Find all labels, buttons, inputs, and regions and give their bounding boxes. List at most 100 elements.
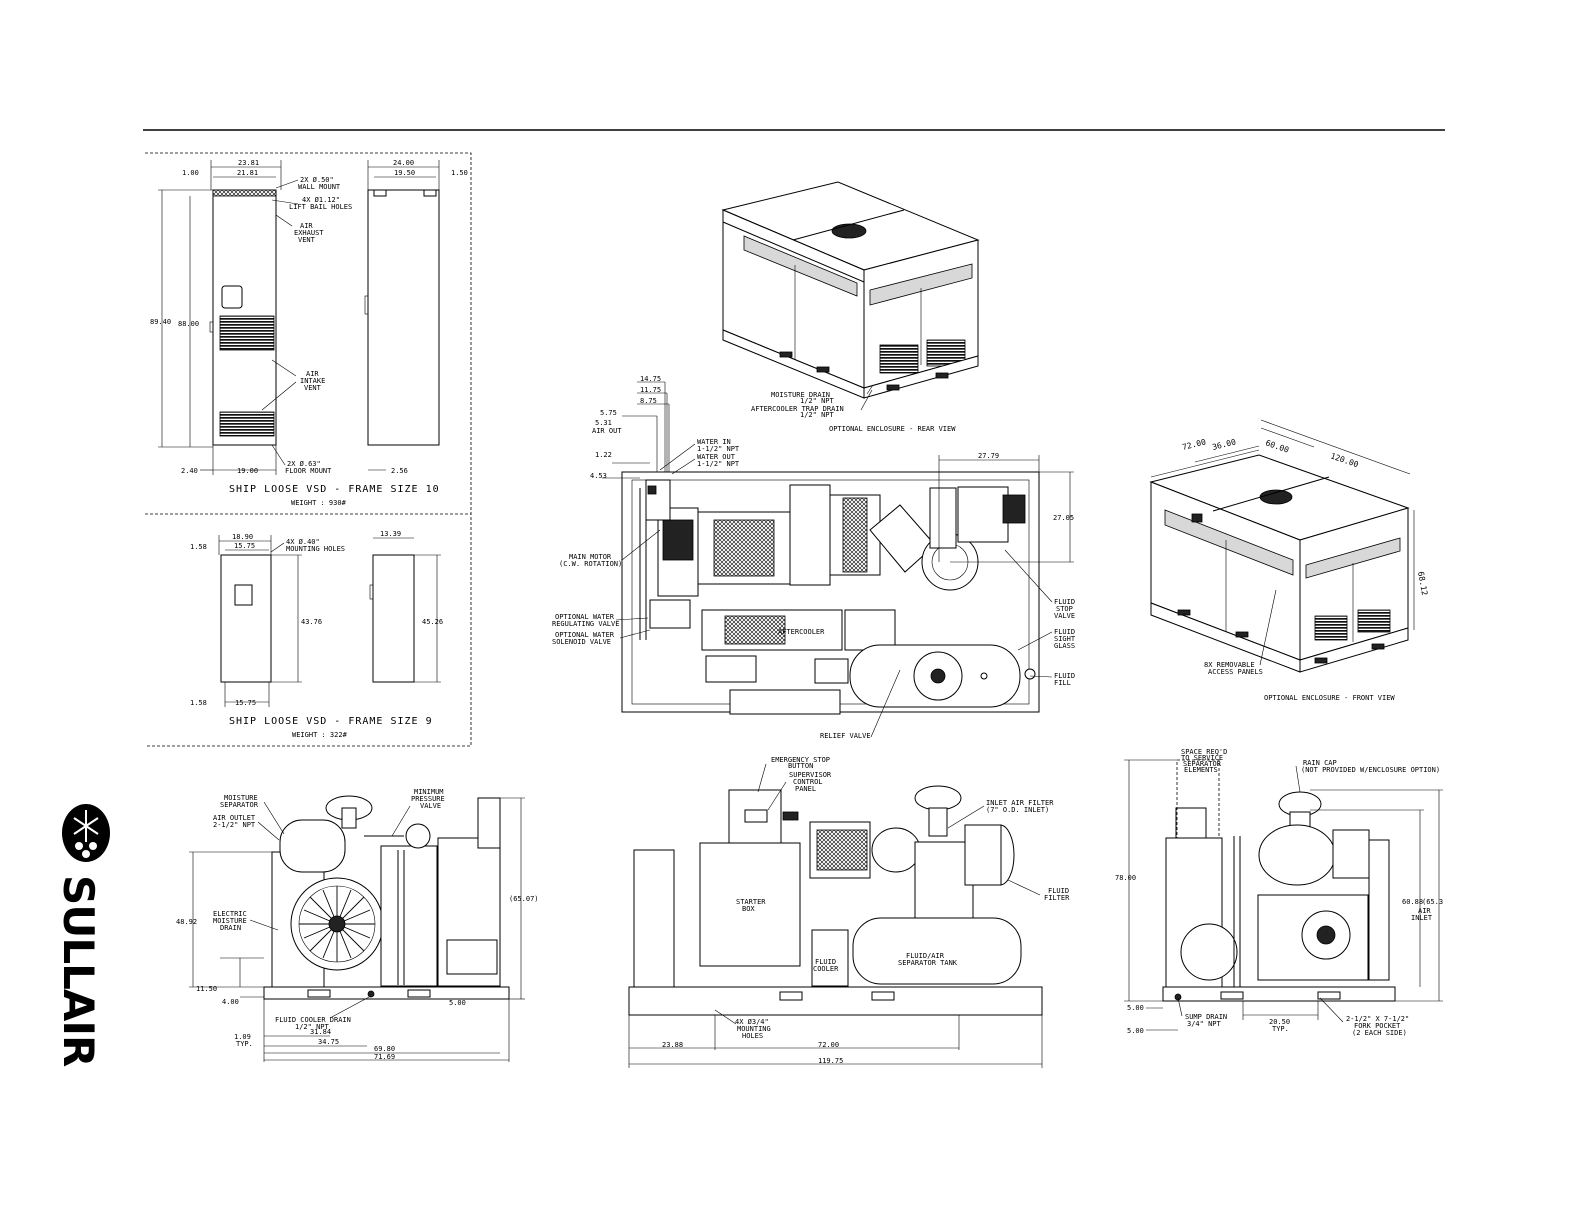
plan-view-dimensions: 14.75 11.75 8.75 5.75 5.31 1.22 4.53 27.… bbox=[590, 375, 1074, 563]
label-sol-valve-0: OPTIONAL WATER bbox=[555, 631, 615, 639]
label-fluid-fill-1: FILL bbox=[1054, 679, 1071, 687]
label-air-outlet-1: 2-1/2" NPT bbox=[213, 821, 256, 829]
label-fluid-filter-1: FILTER bbox=[1044, 894, 1070, 902]
plan-view bbox=[621, 471, 1040, 715]
sullair-logo: SULLAIR bbox=[54, 804, 110, 1067]
vsd10-dim-6: 89.40 bbox=[150, 318, 171, 326]
label-mounting-0: 4X Ø3/4" bbox=[735, 1018, 769, 1026]
right-dim-1: 60.88 bbox=[1402, 898, 1423, 906]
label-moisture-sep-1: SEPARATOR bbox=[220, 801, 259, 809]
label-relief: RELIEF VALVE bbox=[820, 732, 871, 740]
label-estop-1: BUTTON bbox=[788, 762, 813, 770]
label-starter-1: BOX bbox=[742, 905, 755, 913]
vsd9-dim-5: 45.26 bbox=[422, 618, 443, 626]
left-dim-4: 5.00 bbox=[449, 999, 466, 1007]
vsd9-mounting-0: 4X Ø.40" bbox=[286, 538, 320, 546]
vsd9-weight: WEIGHT : 322# bbox=[292, 731, 348, 739]
label-water-out-0: WATER OUT bbox=[697, 453, 736, 461]
left-dim-7: 31.84 bbox=[310, 1028, 331, 1036]
left-dim-8: 34.75 bbox=[318, 1038, 339, 1046]
right-dim-0: 78.00 bbox=[1115, 874, 1136, 882]
label-water-in-1: 1-1/2" NPT bbox=[697, 445, 740, 453]
vsd10-title: SHIP LOOSE VSD - FRAME SIZE 10 bbox=[229, 484, 440, 495]
front-view-iso bbox=[1149, 454, 1410, 673]
front-dim-4: 68.12 bbox=[1416, 571, 1429, 596]
label-lift-bail-1: LIFT BAIL HOLES bbox=[289, 203, 352, 211]
label-aftercooler: AFTERCOOLER bbox=[778, 628, 825, 636]
left-dim-5: 1.09 bbox=[234, 1033, 251, 1041]
vsd10-dim-4: 1.00 bbox=[182, 169, 199, 177]
vsd9-dim-2: 13.39 bbox=[380, 530, 401, 538]
label-main-motor-1: (C.W. ROTATION) bbox=[559, 560, 622, 568]
label-elec-drain-1: MOISTURE bbox=[213, 917, 247, 925]
vsd9-dim-3: 1.58 bbox=[190, 543, 207, 551]
vsd-panel: 23.81 21.81 24.00 19.50 1.00 1.50 89.40 … bbox=[145, 152, 472, 747]
vsd10-side-view bbox=[364, 189, 440, 446]
label-sep-tank-1: SEPARATOR TANK bbox=[898, 959, 958, 967]
label-rain-cap-0: RAIN CAP bbox=[1303, 759, 1337, 767]
left-dim-1: 11.50 bbox=[196, 985, 217, 993]
vsd10-dim-8: 2.40 bbox=[181, 467, 198, 475]
right-dim-4: 5.00 bbox=[1127, 1027, 1144, 1035]
label-supervisor-0: SUPERVISOR bbox=[789, 771, 832, 779]
label-fluid-filter-0: FLUID bbox=[1048, 887, 1069, 895]
label-panels-0: 8X REMOVABLE bbox=[1204, 661, 1255, 669]
label-floor-mount-1: FLOOR MOUNT bbox=[285, 467, 332, 475]
label-sep-tank-0: FLUID/AIR bbox=[906, 952, 945, 960]
label-fc-drain-0: FLUID COOLER DRAIN bbox=[275, 1016, 351, 1024]
center-elevation bbox=[628, 785, 1043, 1016]
label-elec-drain-0: ELECTRIC bbox=[213, 910, 247, 918]
vsd10-weight: WEIGHT : 930# bbox=[291, 499, 347, 507]
rear-view-callouts: MOISTURE DRAIN 1/2" NPT AFTERCOOLER TRAP… bbox=[751, 384, 956, 433]
vsd10-dim-9: 19.00 bbox=[237, 467, 258, 475]
label-wall-mount-0: 2X Ø.50" bbox=[300, 176, 334, 184]
vsd10-dim-1: 21.81 bbox=[237, 169, 258, 177]
plan-dim-2: 8.75 bbox=[640, 397, 657, 405]
vsd10-dim-0: 23.81 bbox=[238, 159, 259, 167]
label-stop-valve-2: VALVE bbox=[1054, 612, 1075, 620]
label-air-out: AIR OUT bbox=[592, 427, 622, 435]
vsd9-dim-4: 43.76 bbox=[301, 618, 322, 626]
label-wall-mount-1: WALL MOUNT bbox=[298, 183, 341, 191]
label-sump-0: SUMP DRAIN bbox=[1185, 1013, 1227, 1021]
vsd9-side-view bbox=[369, 554, 415, 683]
center-dim-2: 119.75 bbox=[818, 1057, 843, 1065]
label-sight-glass-2: GLASS bbox=[1054, 642, 1075, 650]
vsd10-dim-3: 19.50 bbox=[394, 169, 415, 177]
label-exhaust-1: EXHAUST bbox=[294, 229, 324, 237]
label-intake-1: INTAKE bbox=[300, 377, 325, 385]
vsd9-dimensions: 18.90 15.75 13.39 1.58 43.76 45.26 1.58 … bbox=[190, 530, 443, 739]
label-fluid-cooler-0: FLUID bbox=[815, 958, 836, 966]
sullair-logo-text: SULLAIR bbox=[54, 875, 103, 1067]
label-air-inlet-1: INLET bbox=[1411, 914, 1433, 922]
front-view-caption: OPTIONAL ENCLOSURE - FRONT VIEW bbox=[1264, 694, 1395, 702]
front-dim-1: 36.00 bbox=[1211, 437, 1237, 452]
label-intake-2: VENT bbox=[304, 384, 322, 392]
label-supervisor-1: CONTROL bbox=[793, 778, 823, 786]
label-main-motor-0: MAIN MOTOR bbox=[569, 553, 612, 561]
left-dim-0: 48.92 bbox=[176, 918, 197, 926]
label-estop-0: EMERGENCY STOP bbox=[771, 756, 830, 764]
left-dim-3: (65.07) bbox=[509, 895, 539, 903]
center-elevation-dimensions: 23.88 72.00 119.75 bbox=[628, 1015, 1043, 1068]
label-fluid-fill-0: FLUID bbox=[1054, 672, 1075, 680]
left-elevation bbox=[263, 795, 510, 1000]
label-elec-drain-2: DRAIN bbox=[220, 924, 241, 932]
plan-dim-0: 14.75 bbox=[640, 375, 661, 383]
plan-dim-1: 11.75 bbox=[640, 386, 661, 394]
right-elevation-dimensions: 78.00 60.88 (65.3 5.00 5.00 20.50 TYP. bbox=[1115, 759, 1443, 1035]
label-sump-1: 3/4" NPT bbox=[1187, 1020, 1222, 1028]
label-air-outlet-0: AIR OUTLET bbox=[213, 814, 256, 822]
plan-dim-6: 4.53 bbox=[590, 472, 607, 480]
label-sol-valve-1: SOLENOID VALVE bbox=[552, 638, 611, 646]
vsd10-dimensions: 23.81 21.81 24.00 19.50 1.00 1.50 89.40 … bbox=[150, 159, 468, 475]
label-water-in-0: WATER IN bbox=[697, 438, 731, 446]
plan-dim-7: 27.79 bbox=[978, 452, 999, 460]
right-dim-5: 20.50 bbox=[1269, 1018, 1290, 1026]
left-dim-9: 69.80 bbox=[374, 1045, 395, 1053]
right-elevation-callouts: SPACE REQ'D TO SERVICE SEPARATOR ELEMENT… bbox=[1177, 748, 1440, 1037]
label-min-pressure-0: MINIMUM bbox=[414, 788, 444, 796]
label-fork-2: (2 EACH SIDE) bbox=[1352, 1029, 1407, 1037]
label-aftercooler-trap-1: 1/2" NPT bbox=[800, 411, 835, 419]
